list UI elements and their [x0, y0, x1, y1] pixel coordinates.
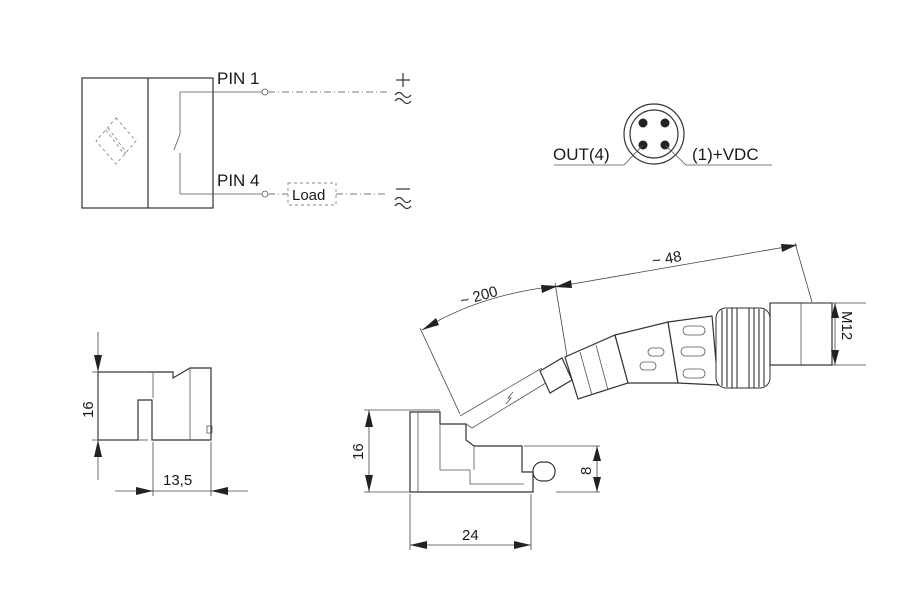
- front-height-arrow-top: [365, 410, 373, 427]
- vdc-leader: [664, 144, 772, 166]
- front-width-label: 24: [462, 527, 479, 544]
- knurled-nut: [715, 307, 771, 389]
- connector-inner-ring: [629, 109, 679, 159]
- cable-ext-right: [554, 282, 568, 357]
- front-inner-profile: [440, 469, 524, 485]
- front-height-arrow-bottom: [365, 475, 373, 492]
- inductive-sensor-icon: [95, 117, 137, 165]
- coupling-slot-2: [680, 346, 706, 357]
- front-width-arrow-left: [410, 541, 427, 549]
- pin-3: [660, 118, 670, 128]
- side-view-notch: [206, 425, 213, 434]
- minus-ac-icon: [394, 188, 412, 210]
- connector-pinout: OUT(4) (1)+VDC: [553, 103, 772, 166]
- load-label: Load: [292, 187, 325, 204]
- connector-ext-right: [794, 242, 813, 303]
- lens-arrow-bottom: [593, 477, 601, 492]
- switch-contact-icon: [173, 133, 181, 151]
- wiring-diagram: PIN 1 PIN 4 Load: [81, 69, 412, 210]
- lens-arrow-top: [593, 446, 601, 461]
- side-view-outline: [97, 367, 212, 441]
- front-view: [409, 302, 833, 493]
- thread-arrow-bottom: [831, 350, 839, 365]
- pin4-terminal: [261, 190, 269, 198]
- relief-line-2: [595, 344, 609, 391]
- pin4-label: PIN 4: [217, 171, 260, 190]
- cable-arrow-left: [422, 318, 439, 330]
- grip-slot-2: [639, 361, 657, 371]
- coupling-slot-3: [682, 368, 706, 379]
- cable-upper-edge: [459, 367, 543, 417]
- thread-label: M12: [838, 311, 855, 340]
- cable-break-icon: [505, 391, 514, 405]
- grip-slot-1: [647, 347, 665, 357]
- coupling-slot-1: [682, 325, 706, 336]
- side-width-arrow-left: [136, 487, 153, 495]
- side-height-label: 16: [80, 401, 97, 418]
- lens-height-label: 8: [578, 467, 595, 475]
- plus-ac-icon: [394, 73, 412, 105]
- lens: [532, 461, 556, 482]
- thread-arrow-top: [831, 303, 839, 318]
- front-view-outline: [409, 411, 534, 493]
- side-height-arrow-top: [94, 355, 102, 372]
- connector-length-label: ~ 48: [651, 248, 683, 270]
- out-pin-label: OUT(4): [553, 145, 610, 164]
- knurl-pattern: [721, 308, 765, 388]
- out-leader: [554, 144, 644, 166]
- pin1-terminal: [261, 88, 269, 96]
- connector-arrow-right: [781, 244, 797, 252]
- load-box: [287, 182, 337, 206]
- relief-line-1: [579, 351, 593, 396]
- connector-outer-ring: [623, 103, 685, 165]
- pin-2: [638, 118, 648, 128]
- front-height-label: 16: [350, 443, 367, 460]
- side-width-arrow-right: [211, 487, 228, 495]
- cable-lower-edge: [465, 380, 550, 429]
- side-width-label: 13,5: [163, 472, 192, 489]
- front-width-arrow-right: [514, 541, 531, 549]
- pin1-label: PIN 1: [217, 69, 260, 88]
- front-dimensions: 16 24 8 ~ 200 ~ 48 M12: [350, 242, 866, 550]
- side-view: 16 13,5: [80, 332, 248, 496]
- vdc-pin-label: (1)+VDC: [692, 145, 759, 164]
- connector-dim-line: [554, 244, 798, 288]
- coupling-body: [667, 315, 719, 386]
- cable-length-label: ~ 200: [458, 283, 499, 310]
- cable-ext-left: [419, 327, 461, 415]
- connector-arrow-left: [555, 280, 572, 288]
- side-height-arrow-bottom: [94, 440, 102, 457]
- cable-arrow-right: [541, 285, 558, 293]
